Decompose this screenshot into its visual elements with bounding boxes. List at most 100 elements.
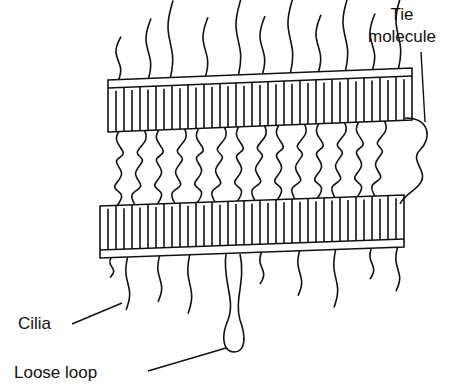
- chain-fold: [387, 196, 389, 240]
- chain-fold: [291, 84, 293, 125]
- chain-fold: [267, 203, 269, 244]
- chain-fold: [187, 206, 189, 247]
- chain-fold: [395, 198, 397, 239]
- chain-fold: [315, 80, 317, 124]
- chain-fold: [211, 87, 213, 128]
- amorphous-chain: [355, 117, 364, 199]
- chain-fold: [323, 198, 325, 242]
- chain-fold: [339, 82, 341, 123]
- tie-molecule-label: Tie molecule: [357, 4, 447, 48]
- leader-line: [148, 348, 226, 371]
- amorphous-chain: [235, 122, 244, 203]
- chain-fold: [219, 205, 221, 246]
- chain-fold: [259, 200, 261, 244]
- chain-fold: [331, 79, 333, 123]
- chain-fold: [251, 82, 253, 126]
- chain-fold: [403, 79, 405, 120]
- chain-fold: [251, 204, 253, 245]
- cilium: [316, 15, 321, 74]
- cilium: [146, 18, 151, 80]
- chain-fold: [179, 203, 181, 247]
- amorphous-chain: [275, 120, 284, 202]
- chain-fold: [323, 82, 325, 123]
- leader-line: [421, 52, 425, 122]
- cilia-chains: [110, 0, 401, 314]
- cilium: [236, 0, 241, 77]
- chain-fold: [339, 197, 341, 241]
- lamella-outline: [108, 68, 412, 132]
- lamella-outline: [100, 195, 404, 258]
- chain-fold: [371, 196, 373, 240]
- cilium: [288, 0, 293, 75]
- leader-lines: [72, 52, 425, 371]
- chain-fold: [363, 199, 365, 240]
- chain-fold: [195, 88, 197, 129]
- chain-fold: [227, 86, 229, 127]
- chain-fold: [387, 80, 389, 121]
- chain-fold: [163, 89, 165, 130]
- chain-fold: [307, 83, 309, 124]
- amorphous-chain: [292, 119, 306, 201]
- chain-fold: [203, 205, 205, 246]
- cilium: [188, 253, 192, 314]
- amorphous-chain: [115, 126, 124, 207]
- chain-fold: [155, 207, 157, 248]
- chain-fold: [363, 78, 365, 122]
- leader-line: [72, 303, 122, 324]
- cilium: [343, 0, 348, 73]
- chain-fold: [131, 90, 133, 131]
- chain-fold: [395, 77, 397, 121]
- chain-fold: [355, 197, 357, 241]
- chain-fold: [291, 199, 293, 243]
- chain-fold: [379, 77, 381, 121]
- chain-fold: [371, 81, 373, 122]
- chain-fold: [139, 87, 141, 131]
- chain-fold: [315, 201, 317, 242]
- chain-fold: [275, 84, 277, 125]
- chain-fold: [243, 86, 245, 127]
- chain-fold: [299, 80, 301, 124]
- cilium: [168, 1, 173, 80]
- cilium: [370, 246, 374, 279]
- chain-fold: [219, 84, 221, 128]
- chain-fold: [267, 82, 269, 126]
- cilium: [116, 37, 121, 82]
- cilia-label: Cilia: [18, 313, 78, 335]
- chain-fold: [171, 85, 173, 129]
- amorphous-chain: [332, 118, 346, 200]
- chain-fold: [187, 85, 189, 129]
- chain-fold: [107, 209, 109, 250]
- amorphous-chain: [372, 116, 386, 198]
- chain-fold: [331, 201, 333, 242]
- chain-fold: [115, 91, 117, 132]
- chain-fold: [195, 203, 197, 247]
- cilium: [158, 254, 162, 302]
- chain-fold: [123, 208, 125, 249]
- cilium: [260, 16, 265, 76]
- chain-fold: [227, 201, 229, 245]
- chain-fold: [355, 81, 357, 122]
- chain-fold: [211, 202, 213, 246]
- crystal-lamellae: [100, 68, 412, 258]
- chain-fold: [163, 204, 165, 248]
- amorphous-chain: [315, 119, 324, 201]
- chain-fold: [139, 208, 141, 249]
- amorphous-chain: [195, 123, 204, 204]
- chain-fold: [115, 205, 117, 249]
- chain-fold: [347, 79, 349, 123]
- cilium: [396, 245, 400, 291]
- amorphous-chain: [172, 124, 186, 205]
- cilium: [298, 249, 302, 296]
- chain-fold: [235, 83, 237, 127]
- chain-fold: [283, 81, 285, 125]
- loose-loop-chain: [224, 254, 244, 352]
- chain-fold: [243, 201, 245, 245]
- amorphous-chain: [132, 126, 146, 207]
- chain-fold: [179, 88, 181, 129]
- cilium: [260, 250, 264, 284]
- chain-fold: [171, 206, 173, 247]
- chain-fold: [147, 204, 149, 248]
- amorphous-chain: [155, 125, 164, 206]
- chain-fold: [131, 205, 133, 249]
